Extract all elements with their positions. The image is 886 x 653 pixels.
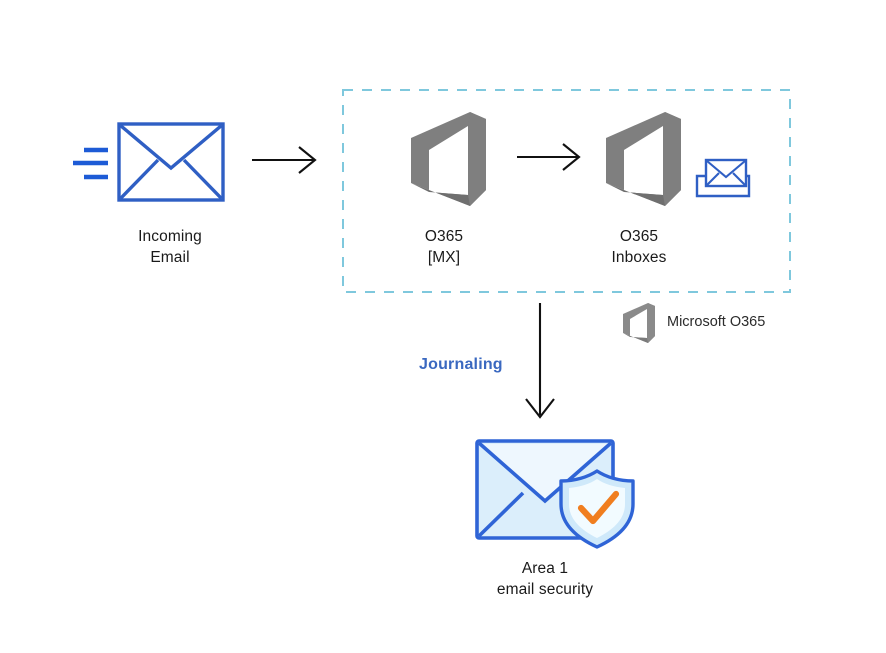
- label-area1-email-security: Area 1 email security: [465, 558, 625, 600]
- label-o365-mx-line2: [MX]: [427, 249, 461, 266]
- connector-inboxes-to-area1-arrow: [525, 303, 555, 419]
- label-incoming-email-line1: Incoming: [138, 228, 202, 245]
- label-area1-line1: Area 1: [521, 560, 569, 577]
- motion-lines-icon: [73, 147, 108, 180]
- envelope-shield-check-icon: [475, 439, 635, 549]
- connector-label-journaling: Journaling: [419, 356, 503, 373]
- label-area1-line2: email security: [496, 581, 594, 598]
- label-o365-mx-line1: O365: [424, 228, 464, 245]
- office-365-logo-icon-inboxes: [606, 112, 681, 206]
- inbox-tray-envelope-icon: [695, 158, 751, 198]
- label-o365-inboxes-line2: Inboxes: [611, 249, 667, 266]
- label-o365-mx: O365 [MX]: [383, 226, 505, 268]
- connector-incoming-to-mx-arrow: [252, 146, 317, 174]
- office-365-logo-icon-mx: [411, 112, 486, 206]
- connector-mx-to-inboxes-arrow: [517, 143, 581, 171]
- label-incoming-email-line2: Email: [150, 249, 190, 266]
- envelope-icon: [117, 122, 225, 202]
- legend-office-365-logo-icon: [623, 303, 655, 343]
- microsoft-o365-boundary-box: [342, 89, 791, 293]
- label-o365-inboxes-line1: O365: [619, 228, 659, 245]
- legend-microsoft-o365-label: Microsoft O365: [667, 314, 766, 330]
